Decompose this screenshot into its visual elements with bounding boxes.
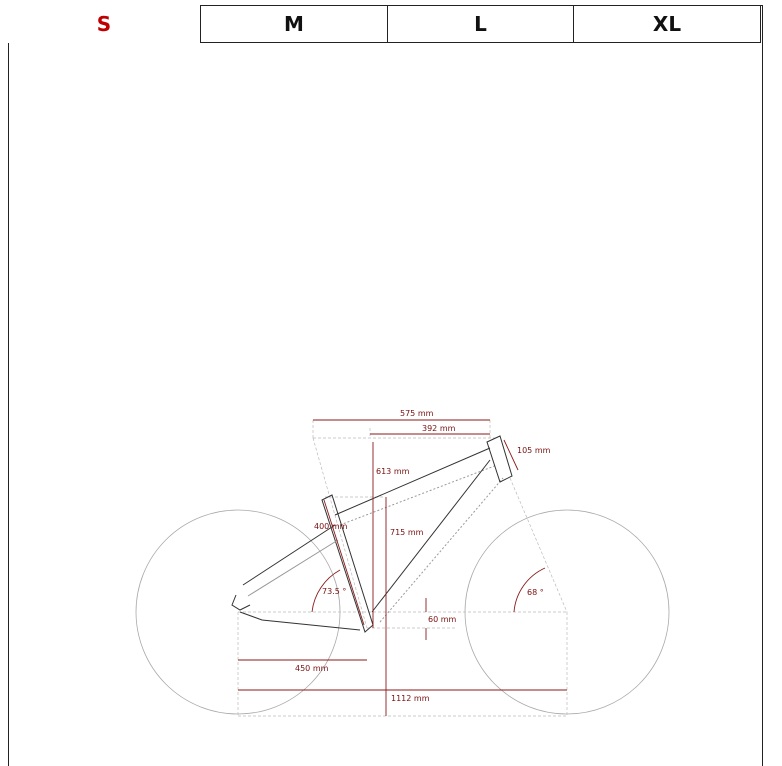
tab-size-s[interactable]: S: [8, 5, 200, 43]
tab-size-l[interactable]: L: [387, 5, 573, 43]
dim-head-tube: 105 mm: [517, 446, 551, 455]
bike-geometry-diagram: 575 mm 392 mm 105 mm 613 mm 400 mm 715 m…: [135, 409, 670, 717]
dim-stack: 613 mm: [376, 467, 410, 476]
dim-standover: 715 mm: [390, 528, 424, 537]
dim-reach: 392 mm: [422, 424, 456, 433]
dim-wheelbase: 1112 mm: [391, 694, 430, 703]
guide-lines: [237, 420, 568, 717]
dimension-lines: [238, 419, 567, 716]
dim-reach-total: 575 mm: [400, 409, 434, 418]
tab-size-xl[interactable]: XL: [573, 5, 761, 43]
dim-chainstay: 450 mm: [295, 664, 329, 673]
dim-seat-angle: 73.5 °: [322, 587, 346, 596]
dim-head-angle: 68 °: [527, 588, 544, 597]
dim-seat-tube: 400 mm: [314, 522, 348, 531]
frame-outline: [231, 435, 513, 633]
tab-size-m[interactable]: M: [200, 5, 387, 43]
dim-bb-drop: 60 mm: [428, 615, 457, 624]
size-chart-frame: [8, 5, 763, 766]
